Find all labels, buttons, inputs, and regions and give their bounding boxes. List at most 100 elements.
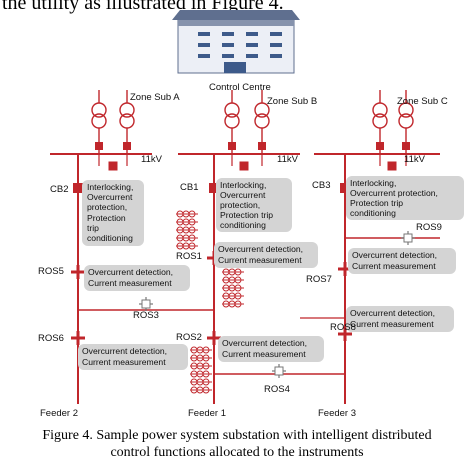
figure-caption-line-2: control functions allocated to the instr… xyxy=(110,445,364,460)
ros2-note-line: Overcurrent detection, xyxy=(222,338,307,348)
ros2-label: ROS2 xyxy=(176,332,202,343)
cb1-note-line: Protection trip xyxy=(220,210,273,220)
ros9-note-line: Current measurement xyxy=(352,261,436,271)
ros3-label: ROS3 xyxy=(133,310,159,321)
ros9-switch-body xyxy=(403,233,413,243)
transformer-breaker xyxy=(402,142,410,150)
load-branch xyxy=(234,276,242,284)
load-branch xyxy=(234,300,242,308)
ros8-note-line: Overcurrent detection, xyxy=(350,308,435,318)
load-branch xyxy=(188,242,196,250)
cb2-note-line: conditioning xyxy=(87,233,133,243)
zone-sub-a-label: Zone Sub A xyxy=(130,92,180,103)
feeder-1-label: Feeder 1 xyxy=(188,408,226,419)
load-branch xyxy=(188,210,196,218)
load-branch xyxy=(188,226,196,234)
load-branch xyxy=(234,292,242,300)
ros6-note-line: Current measurement xyxy=(82,357,166,367)
cb3-note-line: Overcurrent protection, xyxy=(350,188,438,198)
transformer-2-1 xyxy=(398,113,414,129)
cb2-note-line: protection, xyxy=(87,202,127,212)
cb2-note-line: Protection xyxy=(87,213,126,223)
transformer-1-0 xyxy=(224,113,240,129)
ros8-note-line: Current measurement xyxy=(350,319,434,329)
cb2-note-line: Interlocking, xyxy=(87,182,133,192)
ros6-note: Overcurrent detection, Current measureme… xyxy=(78,344,188,370)
figure-caption-line-1: Figure 4. Sample power system substation… xyxy=(42,428,432,443)
feeder-circuit-breaker xyxy=(209,183,219,193)
ros9-note: Overcurrent detection, Current measureme… xyxy=(348,248,456,274)
transformer-0-0 xyxy=(91,102,107,118)
transformer-2-0 xyxy=(372,113,388,129)
bus-section-breaker xyxy=(108,161,118,171)
transformer-breaker xyxy=(123,142,131,150)
ros9-label: ROS9 xyxy=(416,222,442,233)
transformer-2-0 xyxy=(372,102,388,118)
feeder-circuit-breaker xyxy=(73,183,83,193)
transformer-1-1 xyxy=(254,113,270,129)
feeder-circuit-breaker xyxy=(340,183,350,193)
ros2-note-line: Current measurement xyxy=(222,349,306,359)
load-branch xyxy=(188,218,196,226)
ros5-note: Overcurrent detection, Current measureme… xyxy=(84,265,190,291)
zone-sub-b-label: Zone Sub B xyxy=(267,96,317,107)
load-branch xyxy=(202,386,210,394)
cb2-note-line: Overcurrent xyxy=(87,192,133,202)
voltage-label-b: 11kV xyxy=(277,154,299,165)
ros1-label: ROS1 xyxy=(176,251,202,262)
cb1-note-line: conditioning xyxy=(220,220,266,230)
bus-section-breaker xyxy=(239,161,249,171)
cb1-label: CB1 xyxy=(180,182,198,193)
ros8-note: Overcurrent detection, Current measureme… xyxy=(346,306,454,332)
ros4-switch-body xyxy=(274,366,284,376)
ros8-label: ROS8 xyxy=(330,322,356,333)
transformer-breaker xyxy=(376,142,384,150)
load-branch xyxy=(202,370,210,378)
cb1-note: Interlocking, Overcurrent protection, Pr… xyxy=(216,178,292,232)
cb3-note: Interlocking, Overcurrent protection, Pr… xyxy=(346,176,464,220)
transformer-breaker xyxy=(95,142,103,150)
ros1-note: Overcurrent detection, Current measureme… xyxy=(214,242,318,268)
transformer-0-0 xyxy=(91,113,107,129)
load-branch xyxy=(202,346,210,354)
transformer-breaker xyxy=(258,142,266,150)
cb3-note-line: Interlocking, xyxy=(350,178,396,188)
load-branch xyxy=(202,354,210,362)
transformer-breaker xyxy=(228,142,236,150)
load-branch xyxy=(202,362,210,370)
zone-sub-c-label: Zone Sub C xyxy=(397,96,448,107)
load-branch xyxy=(202,378,210,386)
substation-diagram: Control Centre Zone Sub A Zone Sub B Zon… xyxy=(38,10,464,419)
cb2-note-line: trip xyxy=(87,223,99,233)
ros5-note-line: Overcurrent detection, xyxy=(88,267,173,277)
cb3-note-line: conditioning xyxy=(350,208,396,218)
cb1-note-line: Interlocking, xyxy=(220,180,266,190)
cb3-note-line: Protection trip xyxy=(350,198,403,208)
ros9-note-line: Overcurrent detection, xyxy=(352,250,437,260)
control-centre-building xyxy=(172,10,300,74)
cb2-note: Interlocking, Overcurrent protection, Pr… xyxy=(82,180,144,246)
cb1-note-line: protection, xyxy=(220,200,260,210)
cb2-label: CB2 xyxy=(50,184,68,195)
cb3-label: CB3 xyxy=(312,180,330,191)
ros5-label: ROS5 xyxy=(38,266,64,277)
load-branch xyxy=(188,234,196,242)
ros1-note-line: Overcurrent detection, xyxy=(218,244,303,254)
ros2-note: Overcurrent detection, Current measureme… xyxy=(218,336,324,362)
load-branch xyxy=(234,284,242,292)
ros3-switch-body xyxy=(141,299,151,309)
ros4-label: ROS4 xyxy=(264,384,290,395)
cb1-note-line: Overcurrent xyxy=(220,190,266,200)
load-branch xyxy=(234,268,242,276)
voltage-label-a: 11kV xyxy=(141,154,163,165)
feeder-2-label: Feeder 2 xyxy=(40,408,78,419)
ros6-label: ROS6 xyxy=(38,333,64,344)
transformer-0-1 xyxy=(119,102,135,118)
ros7-label: ROS7 xyxy=(306,274,332,285)
control-centre-label: Control Centre xyxy=(209,82,271,93)
ros1-note-line: Current measurement xyxy=(218,255,302,265)
bus-section-breaker xyxy=(387,161,397,171)
transformer-1-0 xyxy=(224,102,240,118)
feeder-3-label: Feeder 3 xyxy=(318,408,356,419)
